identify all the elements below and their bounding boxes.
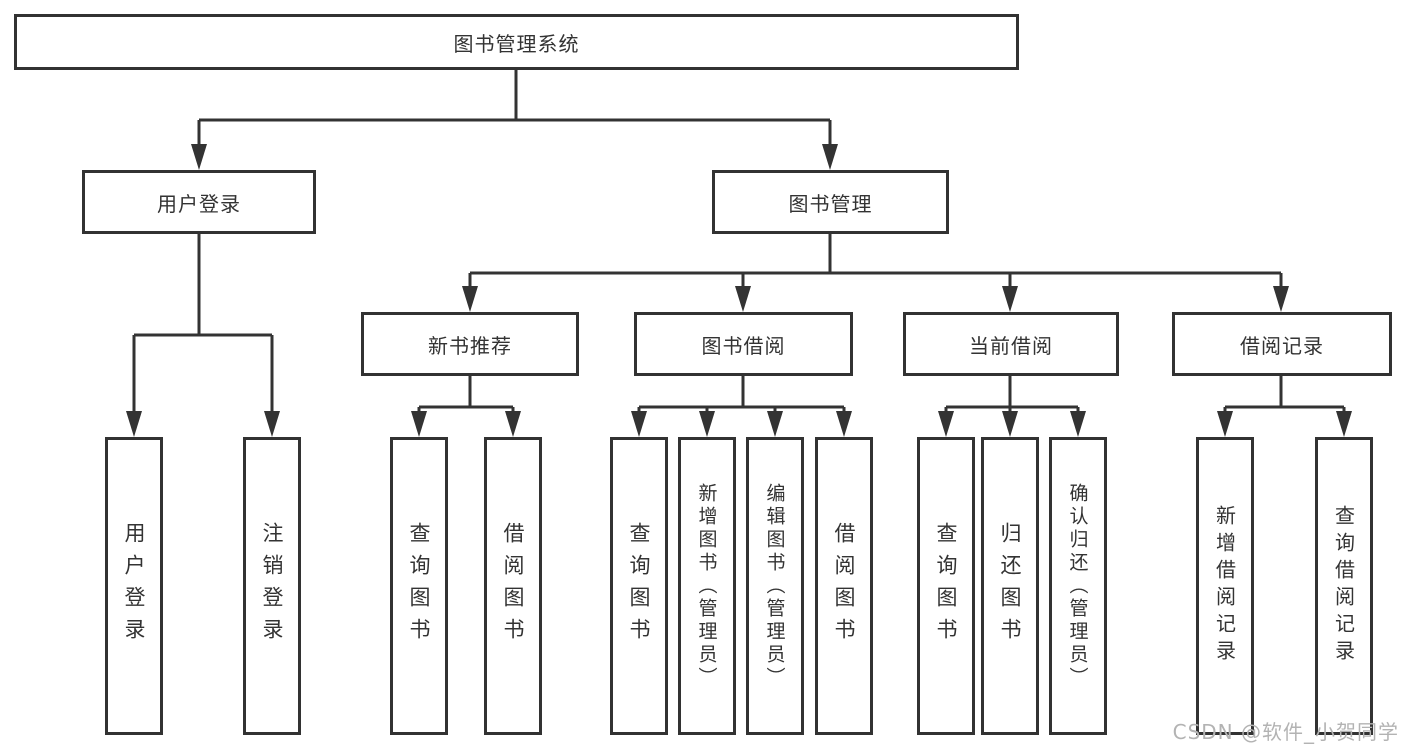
leaf-label: 确认归还（管理员） [1066,482,1089,690]
node-current-borrowing: 当前借阅 [903,312,1119,376]
leaf-add-borrow-record: 新增借阅记录 [1196,437,1254,735]
leaf-borrow-book-recommend: 借阅图书 [484,437,542,735]
leaf-borrow-book: 借阅图书 [815,437,873,735]
leaf-label: 查询图书 [627,522,651,650]
leaf-user-login: 用户登录 [105,437,163,735]
node-book-management: 图书管理 [712,170,949,234]
leaf-confirm-return-admin: 确认归还（管理员） [1049,437,1107,735]
leaf-label: 查询图书 [407,522,431,650]
node-user-login: 用户登录 [82,170,316,234]
node-library-management-system: 图书管理系统 [14,14,1019,70]
leaf-query-book-current: 查询图书 [917,437,975,735]
leaf-logout-login: 注销登录 [243,437,301,735]
leaf-label: 归还图书 [998,522,1022,650]
leaf-label: 借阅图书 [832,522,856,650]
leaf-label: 查询借阅记录 [1331,505,1356,667]
node-borrowing-records: 借阅记录 [1172,312,1392,376]
leaf-return-book: 归还图书 [981,437,1039,735]
leaf-label: 编辑图书（管理员） [763,482,786,690]
leaf-label: 新增借阅记录 [1212,505,1237,667]
leaf-query-book-recommend: 查询图书 [390,437,448,735]
leaf-edit-book-admin: 编辑图书（管理员） [746,437,804,735]
csdn-watermark: CSDN @软件_小贺同学 [1172,720,1399,744]
leaf-add-book-admin: 新增图书（管理员） [678,437,736,735]
leaf-label: 用户登录 [122,522,146,650]
leaf-query-book-borrowing: 查询图书 [610,437,668,735]
leaf-label: 查询图书 [934,522,958,650]
leaf-label: 借阅图书 [501,522,525,650]
node-new-book-recommendation: 新书推荐 [361,312,579,376]
leaf-label: 注销登录 [260,522,284,650]
arrowheads [126,144,1352,437]
leaf-label: 新增图书（管理员） [695,482,718,690]
node-book-borrowing: 图书借阅 [634,312,853,376]
leaf-query-borrow-record: 查询借阅记录 [1315,437,1373,735]
